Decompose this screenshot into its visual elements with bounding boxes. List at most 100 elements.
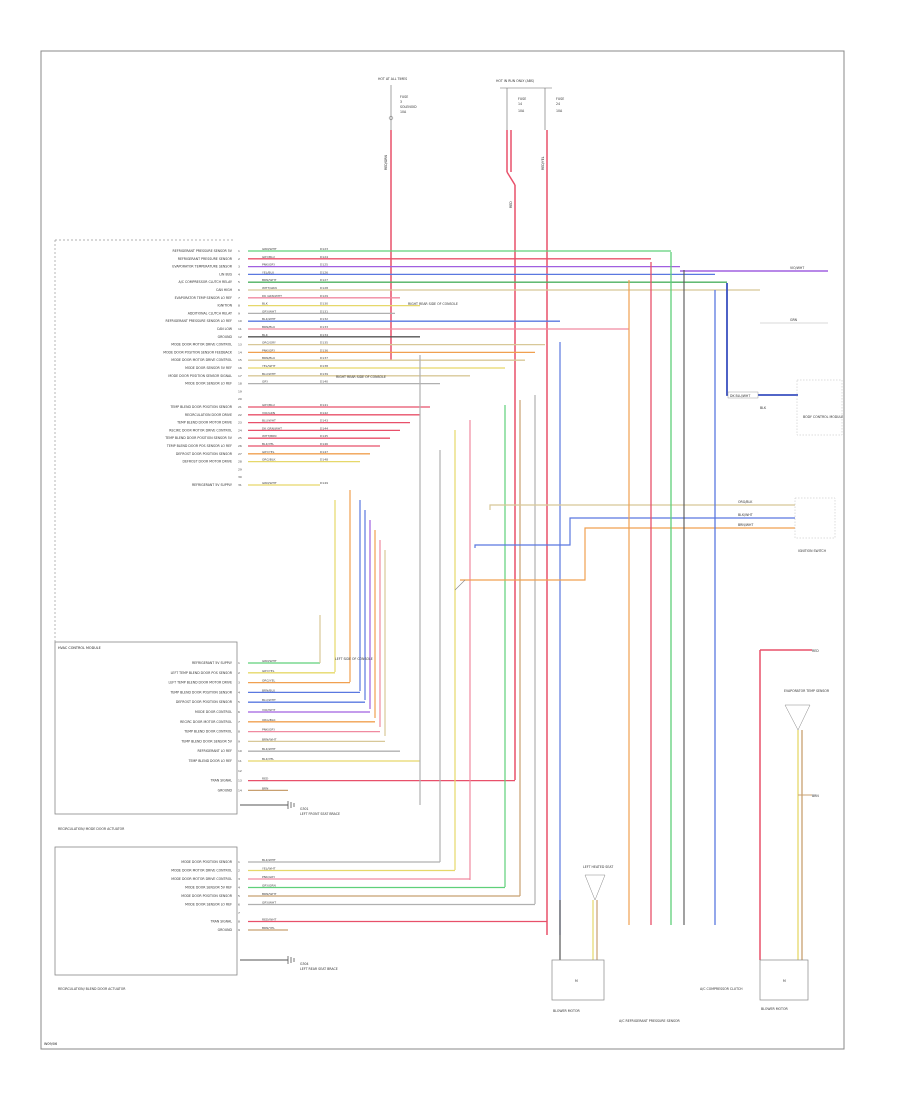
right-top-connector: VIO/WHT GRN [680, 266, 828, 324]
blend-pin-number: 6 [238, 903, 240, 907]
blend-wire-color: BLK/WHT [262, 858, 276, 862]
hvac-wire-color: GRY [262, 380, 268, 384]
hvac-pin-number: 21 [238, 405, 242, 409]
hvac-pin-label: EVAPORATOR TEMP SENSOR LO REF [175, 296, 233, 300]
ignition-switch-connector: ORG/BLK BLK/WHT BRN/WHT IGNITION SWITCH [454, 497, 836, 591]
hvac-wire-color: BLK [262, 333, 269, 337]
hvac-wire-color: GRY/WHT [262, 309, 276, 313]
hvac-wire-color: ORG/BLK [262, 458, 277, 462]
mode-pin-number: 14 [238, 788, 242, 792]
hvac-pin-number: 31 [238, 483, 242, 487]
hvac-pin-number: 24 [238, 428, 242, 432]
mode-door-actuator: HVAC CONTROL MODULE RECIRCULATION/ MODE … [54, 641, 277, 831]
hvac-circuit-code: D124 [320, 255, 328, 259]
hvac-pin-label: MODE DOOR SENSOR LO REF [185, 382, 232, 386]
fuse2-amp: 10A [556, 109, 563, 113]
hvac-pin-label: MODE DOOR MOTOR DRIVE CONTROL [171, 358, 232, 362]
feed-wire-label-3: RED/YEL [541, 156, 545, 170]
hvac-wire-color: YEL/BLU [262, 270, 274, 274]
blend-pin-label: MODE DOOR POSITION SENSOR [181, 894, 233, 898]
hvac-wire-color: BLU/WHT [262, 419, 276, 423]
fuse1-num: 14 [518, 102, 522, 106]
hvac-circuit-code: D126 [320, 270, 328, 274]
blend-wire-color: GRY/GRN [262, 884, 276, 888]
blower-label: BLOWER MOTOR [553, 1009, 580, 1013]
left-side-label: LEFT SIDE OF CONSOLE [335, 657, 373, 661]
hvac-pin-number: 11 [238, 327, 242, 331]
hvac-pin-number: 1 [238, 249, 240, 253]
hvac-pin-number: 14 [238, 350, 242, 354]
hvac-pin-number: 26 [238, 444, 242, 448]
mode-wire-color: BLK/YEL [262, 757, 274, 761]
fuse-desc: SOLENOID [400, 105, 417, 109]
hot-in-run-source: HOT IN RUN ONLY (ABS) FUSE 14 10A FUSE 2… [496, 79, 564, 130]
hvac-pin-label: RECIRC DOOR MOTOR DRIVE CONTROL [169, 428, 232, 432]
blend-pin-number: 5 [238, 894, 240, 898]
bcm-lin-connector: DK BLU/WHT BLK BODY CONTROL MODULE [726, 283, 843, 436]
mode-pin-label: LEFT TEMP BLEND DOOR POS SENSOR [171, 671, 233, 675]
mode-pin-label: LEFT TEMP BLEND DOOR MOTOR DRIVE [169, 681, 232, 685]
hvac-pin-number: 13 [238, 343, 242, 347]
ground-g301: G301 LEFT FRONT SEAT BRACE [240, 801, 340, 816]
blend-wire-color: GRY/WHT [262, 901, 276, 905]
blend-pin-label: MODE DOOR POSITION SENSOR [181, 860, 233, 864]
hvac-wire-color: WHT/BRN [262, 434, 276, 438]
mode-pin-number: 7 [238, 720, 240, 724]
hvac-circuit-code: D147 [320, 450, 328, 454]
hvac-circuit-code: D141 [320, 403, 328, 407]
mode-pin-label: MODE DOOR CONTROL [195, 710, 232, 714]
fuse-number: 3 [400, 100, 402, 104]
blend-wire-color: BRN/YEL [262, 926, 275, 930]
blend-pin-label: MODE DOOR MOTOR DRIVE CONTROL [171, 877, 232, 881]
fuse-label: FUSE [400, 95, 408, 99]
mode-pin-label: DEFROST DOOR POSITION SENSOR [176, 700, 233, 704]
blend-wire-color: BRN/WHT [262, 892, 277, 896]
hvac-pin-number: 5 [238, 280, 240, 284]
hvac-circuit-code: D133 [320, 325, 328, 329]
hvac-wire-color: DK GRN/WHT [262, 294, 282, 298]
blend-pin-number: 4 [238, 886, 240, 890]
ground-g304-label: G304 [300, 962, 309, 966]
fuse2-label: FUSE [556, 97, 564, 101]
fuse2-num: 24 [556, 102, 560, 106]
hvac-wire-color: BRN/BLU [262, 356, 275, 360]
diagram-code: W09/06 [44, 1042, 57, 1046]
blend-pin-number: 9 [238, 928, 240, 932]
hvac-circuit-code: D148 [320, 458, 328, 462]
hot-at-all-times-title: HOT AT ALL TIMES [378, 77, 407, 81]
harness-wires [248, 250, 760, 935]
hvac-pin-number: 12 [238, 335, 242, 339]
splice-right-label: RIGHT REAR SIDE OF CONSOLE [408, 302, 458, 306]
hvac-pin-label: RECIRCULATION DOOR DRIVE [185, 413, 232, 417]
mode-wire-color: ORG/YEL [262, 679, 276, 683]
hvac-circuit-code: D127 [320, 278, 328, 282]
hvac-pin-label: IGNITION [217, 304, 232, 308]
hvac-pin-label: CAN HIGH [216, 288, 233, 292]
mode-pin-label: REFRIGERANT LO REF [197, 749, 232, 753]
ac-clutch-label: A/C COMPRESSOR CLUTCH [700, 987, 743, 991]
ignition-switch-label: IGNITION SWITCH [798, 549, 827, 553]
mode-pin-number: 6 [238, 710, 240, 714]
diagram-frame [40, 50, 845, 1050]
mode-pin-number: 2 [238, 671, 240, 675]
mode-pin-label: GROUND [218, 788, 233, 792]
hvac-pin-number: 25 [238, 436, 242, 440]
hvac-pin-number: 28 [238, 460, 242, 464]
blend-pin-label: GROUND [218, 928, 233, 932]
wire-label-blu: DK BLU/WHT [730, 394, 750, 398]
hvac-pin-number: 19 [238, 389, 242, 393]
mode-wire-color: GRY/YEL [262, 669, 275, 673]
mode-door-actuator-caption: RECIRCULATION/ MODE DOOR ACTUATOR [58, 827, 125, 831]
mode-pin-label: TEMP BLEND DOOR POSITION SENSOR [169, 690, 232, 694]
hvac-pin-number: 27 [238, 452, 242, 456]
mode-wire-color: ORG/BLK [262, 718, 277, 722]
wire-label-vio: VIO/WHT [790, 266, 804, 270]
blend-pin-label: MODE DOOR MOTOR DRIVE CONTROL [171, 869, 232, 873]
hvac-pin-number: 7 [238, 296, 240, 300]
hvac-pin-label: DEFROST DOOR POSITION SENSOR [176, 452, 233, 456]
hvac-pin-number: 2 [238, 257, 240, 261]
hvac-circuit-code: D139 [320, 372, 328, 376]
ground-g304: G304 LEFT REAR SEAT BRACE [240, 956, 338, 971]
hvac-pin-label: MODE DOOR POSITION SENSOR FEEDBACK [163, 350, 233, 354]
hvac-circuit-code: D142 [320, 411, 328, 415]
